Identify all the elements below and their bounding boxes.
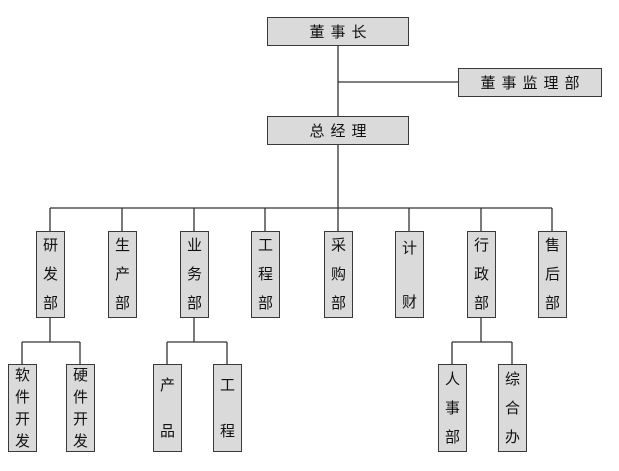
product-label: 产品 (159, 376, 175, 440)
hardware-dev-box: 硬件开发 (66, 364, 95, 452)
dept-aftersales-label: 售后部 (544, 236, 560, 312)
dept-aftersales-box: 售后部 (538, 231, 567, 318)
hardware-dev-label: 硬件开发 (72, 366, 88, 450)
hr-box: 人事部 (438, 364, 467, 452)
product-box: 产品 (153, 364, 182, 452)
software-dev-box: 软件开发 (8, 364, 37, 452)
dept-business-label: 业务部 (186, 236, 202, 312)
dept-purchasing-box: 采购部 (324, 231, 353, 318)
dept-admin-label: 行政部 (473, 236, 489, 312)
software-dev-label: 软件开发 (14, 366, 30, 450)
dept-accounting-label: 计财 (401, 238, 417, 311)
general-office-box: 综合办 (498, 364, 527, 452)
general-manager-box: 总经理 (267, 116, 409, 145)
project-label: 工程 (219, 376, 235, 440)
dept-business-box: 业务部 (180, 231, 209, 318)
hr-label: 人事部 (444, 369, 460, 446)
general-office-label: 综合办 (504, 369, 520, 446)
dept-production-label: 生产部 (114, 236, 130, 312)
dept-purchasing-label: 采购部 (330, 236, 346, 312)
dept-admin-box: 行政部 (467, 231, 496, 318)
project-box: 工程 (213, 364, 242, 452)
dept-rd-box: 研发部 (36, 231, 65, 318)
chairman-box: 董事长 (267, 17, 409, 46)
dept-production-box: 生产部 (108, 231, 137, 318)
dept-engineering-label: 工程部 (257, 236, 273, 312)
board-supervision-box: 董事监理部 (458, 68, 602, 97)
dept-accounting-box: 计财 (395, 231, 424, 318)
dept-rd-label: 研发部 (42, 236, 58, 312)
dept-engineering-box: 工程部 (251, 231, 280, 318)
